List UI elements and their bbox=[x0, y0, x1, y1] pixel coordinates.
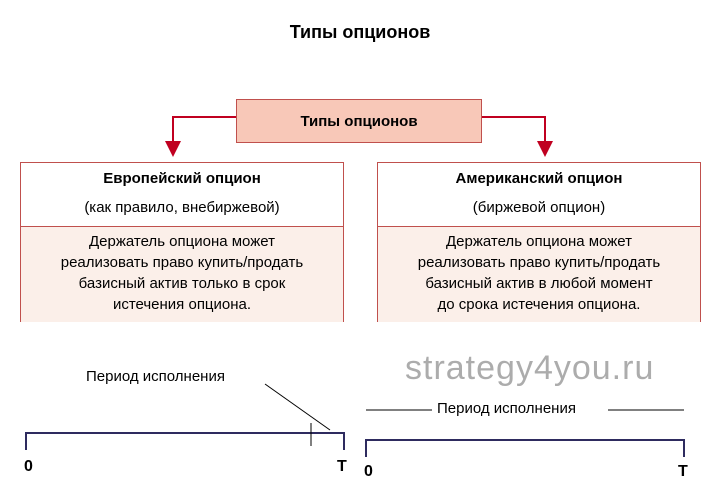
american-description: Держатель опциона может реализовать прав… bbox=[378, 227, 700, 322]
arrow-to-european bbox=[165, 116, 236, 157]
timeline-left-label: Период исполнения bbox=[86, 368, 225, 385]
arrow-to-american bbox=[482, 116, 553, 157]
european-description: Держатель опциона может реализовать прав… bbox=[21, 227, 343, 322]
watermark: strategy4you.ru bbox=[405, 349, 655, 387]
page-title: Типы опционов bbox=[289, 22, 431, 42]
desc-line: Держатель опциона может bbox=[89, 233, 275, 250]
desc-line: базисный актив только в срок bbox=[78, 275, 286, 292]
desc-line: реализовать право купить/продать bbox=[60, 254, 304, 271]
american-title: Американский опцион bbox=[455, 170, 623, 187]
european-title: Европейский опцион bbox=[103, 170, 261, 187]
desc-line: базисный актив в любой момент bbox=[425, 275, 653, 292]
desc-line: истечения опциона. bbox=[112, 296, 252, 313]
timeline-right-end: T bbox=[678, 463, 688, 480]
desc-line: реализовать право купить/продать bbox=[417, 254, 661, 271]
root-box: Типы опционов bbox=[236, 99, 482, 143]
european-option-box: Европейский опцион (как правило, внебирж… bbox=[20, 162, 344, 322]
timeline-left-end: T bbox=[337, 458, 347, 475]
timeline-right-label: Период исполнения bbox=[437, 400, 576, 417]
american-subtitle: (биржевой опцион) bbox=[472, 199, 606, 216]
timeline-right-start: 0 bbox=[364, 463, 373, 480]
american-option-box: Американский опцион (биржевой опцион) Де… bbox=[377, 162, 701, 322]
timeline-left-bar bbox=[25, 432, 345, 450]
desc-line: до срока истечения опциона. bbox=[437, 296, 641, 313]
desc-line: Держатель опциона может bbox=[446, 233, 632, 250]
european-subtitle: (как правило, внебиржевой) bbox=[84, 199, 280, 216]
timeline-right-bar bbox=[365, 439, 685, 457]
timeline-left-start: 0 bbox=[24, 458, 33, 475]
timeline-left-pointer bbox=[264, 383, 331, 431]
